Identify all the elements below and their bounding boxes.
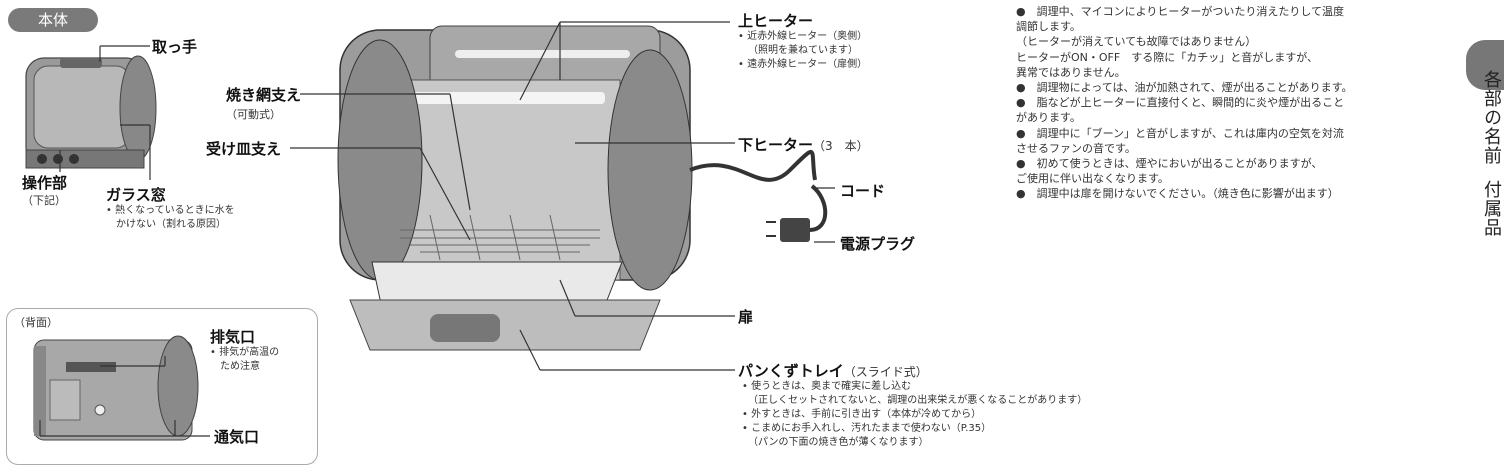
label-rack-support-sub: （可動式）	[226, 106, 281, 122]
glass-window-note-2: かけない（割れる原因）	[116, 218, 226, 232]
crumb-note-3: 外すときは、手前に引き出す（本体が冷めてから）	[742, 408, 981, 422]
top-heater-note-1: 近赤外線ヒーター（奥側）	[738, 30, 867, 44]
label-tray-support: 受け皿支え	[206, 138, 281, 159]
note-line: ● 調理中は扉を開けないでください。（焼き色に影響が出ます）	[1016, 186, 1456, 201]
note-line: ● 調理中に「ブーン」と音がしますが、これは庫内の空気を対流	[1016, 126, 1456, 141]
label-crumb-tray: パンくずトレイ（スライド式）	[738, 360, 928, 381]
small-handle-shape	[60, 58, 102, 68]
exhaust-note-1: 排気が高温の	[210, 346, 279, 360]
label-control-panel: 操作部	[22, 172, 67, 193]
crumb-note-1: 使うときは、奥まで確実に差し込む	[742, 380, 911, 394]
note-line: ヒーターがON・OFF する際に「カチッ」と音がしますが、	[1016, 50, 1456, 65]
crumb-note-5: （パンの下面の焼き色が薄くなります）	[748, 436, 929, 450]
side-tab-text-2: 付属品	[1478, 180, 1504, 237]
top-heater-note-3: 遠赤外線ヒーター（扉側）	[738, 58, 867, 72]
right-notes: ● 調理中、マイコンによりヒーターがついたり消えたりして温度 調節します。 （ヒ…	[1016, 4, 1456, 202]
note-line: させるファンの音です。	[1016, 141, 1456, 156]
note-line: （ヒーターが消えていても故障ではありません）	[1016, 34, 1456, 49]
label-handle: 取っ手	[152, 36, 197, 57]
label-rack-support: 焼き網支え	[226, 84, 301, 105]
top-heater-note-2: （照明を兼ねています）	[748, 44, 858, 58]
note-line: 異常ではありません。	[1016, 65, 1456, 80]
plug-shape	[766, 186, 825, 242]
label-exhaust: 排気口	[210, 326, 255, 347]
crumb-note-2: （正しくセットされてないと、調理の出来栄えが悪くなることがあります）	[748, 394, 1087, 408]
note-line: ご使用に伴い出なくなります。	[1016, 171, 1456, 186]
rear-view-box	[6, 308, 318, 465]
bottom-heater-sub: （3 本）	[813, 139, 869, 153]
note-line: があります。	[1016, 110, 1456, 125]
note-line: ● 初めて使うときは、煙やにおいが出ることがありますが、	[1016, 156, 1456, 171]
label-cord: コード	[840, 180, 885, 201]
note-line: ● 調理物によっては、油が加熱されて、煙が出ることがあります。	[1016, 80, 1456, 95]
rear-caption: （背面）	[14, 314, 58, 330]
label-plug: 電源プラグ	[840, 233, 915, 254]
label-top-heater: 上ヒーター	[738, 10, 813, 31]
label-vent: 通気口	[214, 426, 259, 447]
label-control-panel-sub: （下記）	[22, 192, 66, 208]
label-bottom-heater: 下ヒーター（3 本）	[738, 134, 869, 155]
note-line: 調節します。	[1016, 19, 1456, 34]
section-badge: 本体	[8, 8, 98, 32]
note-line: ● 脂などが上ヒーターに直接付くと、瞬間的に炎や煙が出ること	[1016, 95, 1456, 110]
crumb-note-4: こまめにお手入れし、汚れたままで使わない（P.35）	[742, 422, 991, 436]
main-toaster	[338, 26, 825, 350]
exhaust-note-2: ため注意	[220, 360, 260, 374]
label-door: 扉	[738, 306, 753, 327]
crumb-tray-sub: （スライド式）	[844, 365, 928, 379]
label-glass-window: ガラス窓	[106, 184, 166, 205]
small-toaster-front	[26, 56, 156, 168]
side-tab-text-1: 各部の名前	[1478, 70, 1504, 165]
note-line: ● 調理中、マイコンによりヒーターがついたり消えたりして温度	[1016, 4, 1456, 19]
glass-window-note-1: 熱くなっているときに水を	[106, 204, 235, 218]
